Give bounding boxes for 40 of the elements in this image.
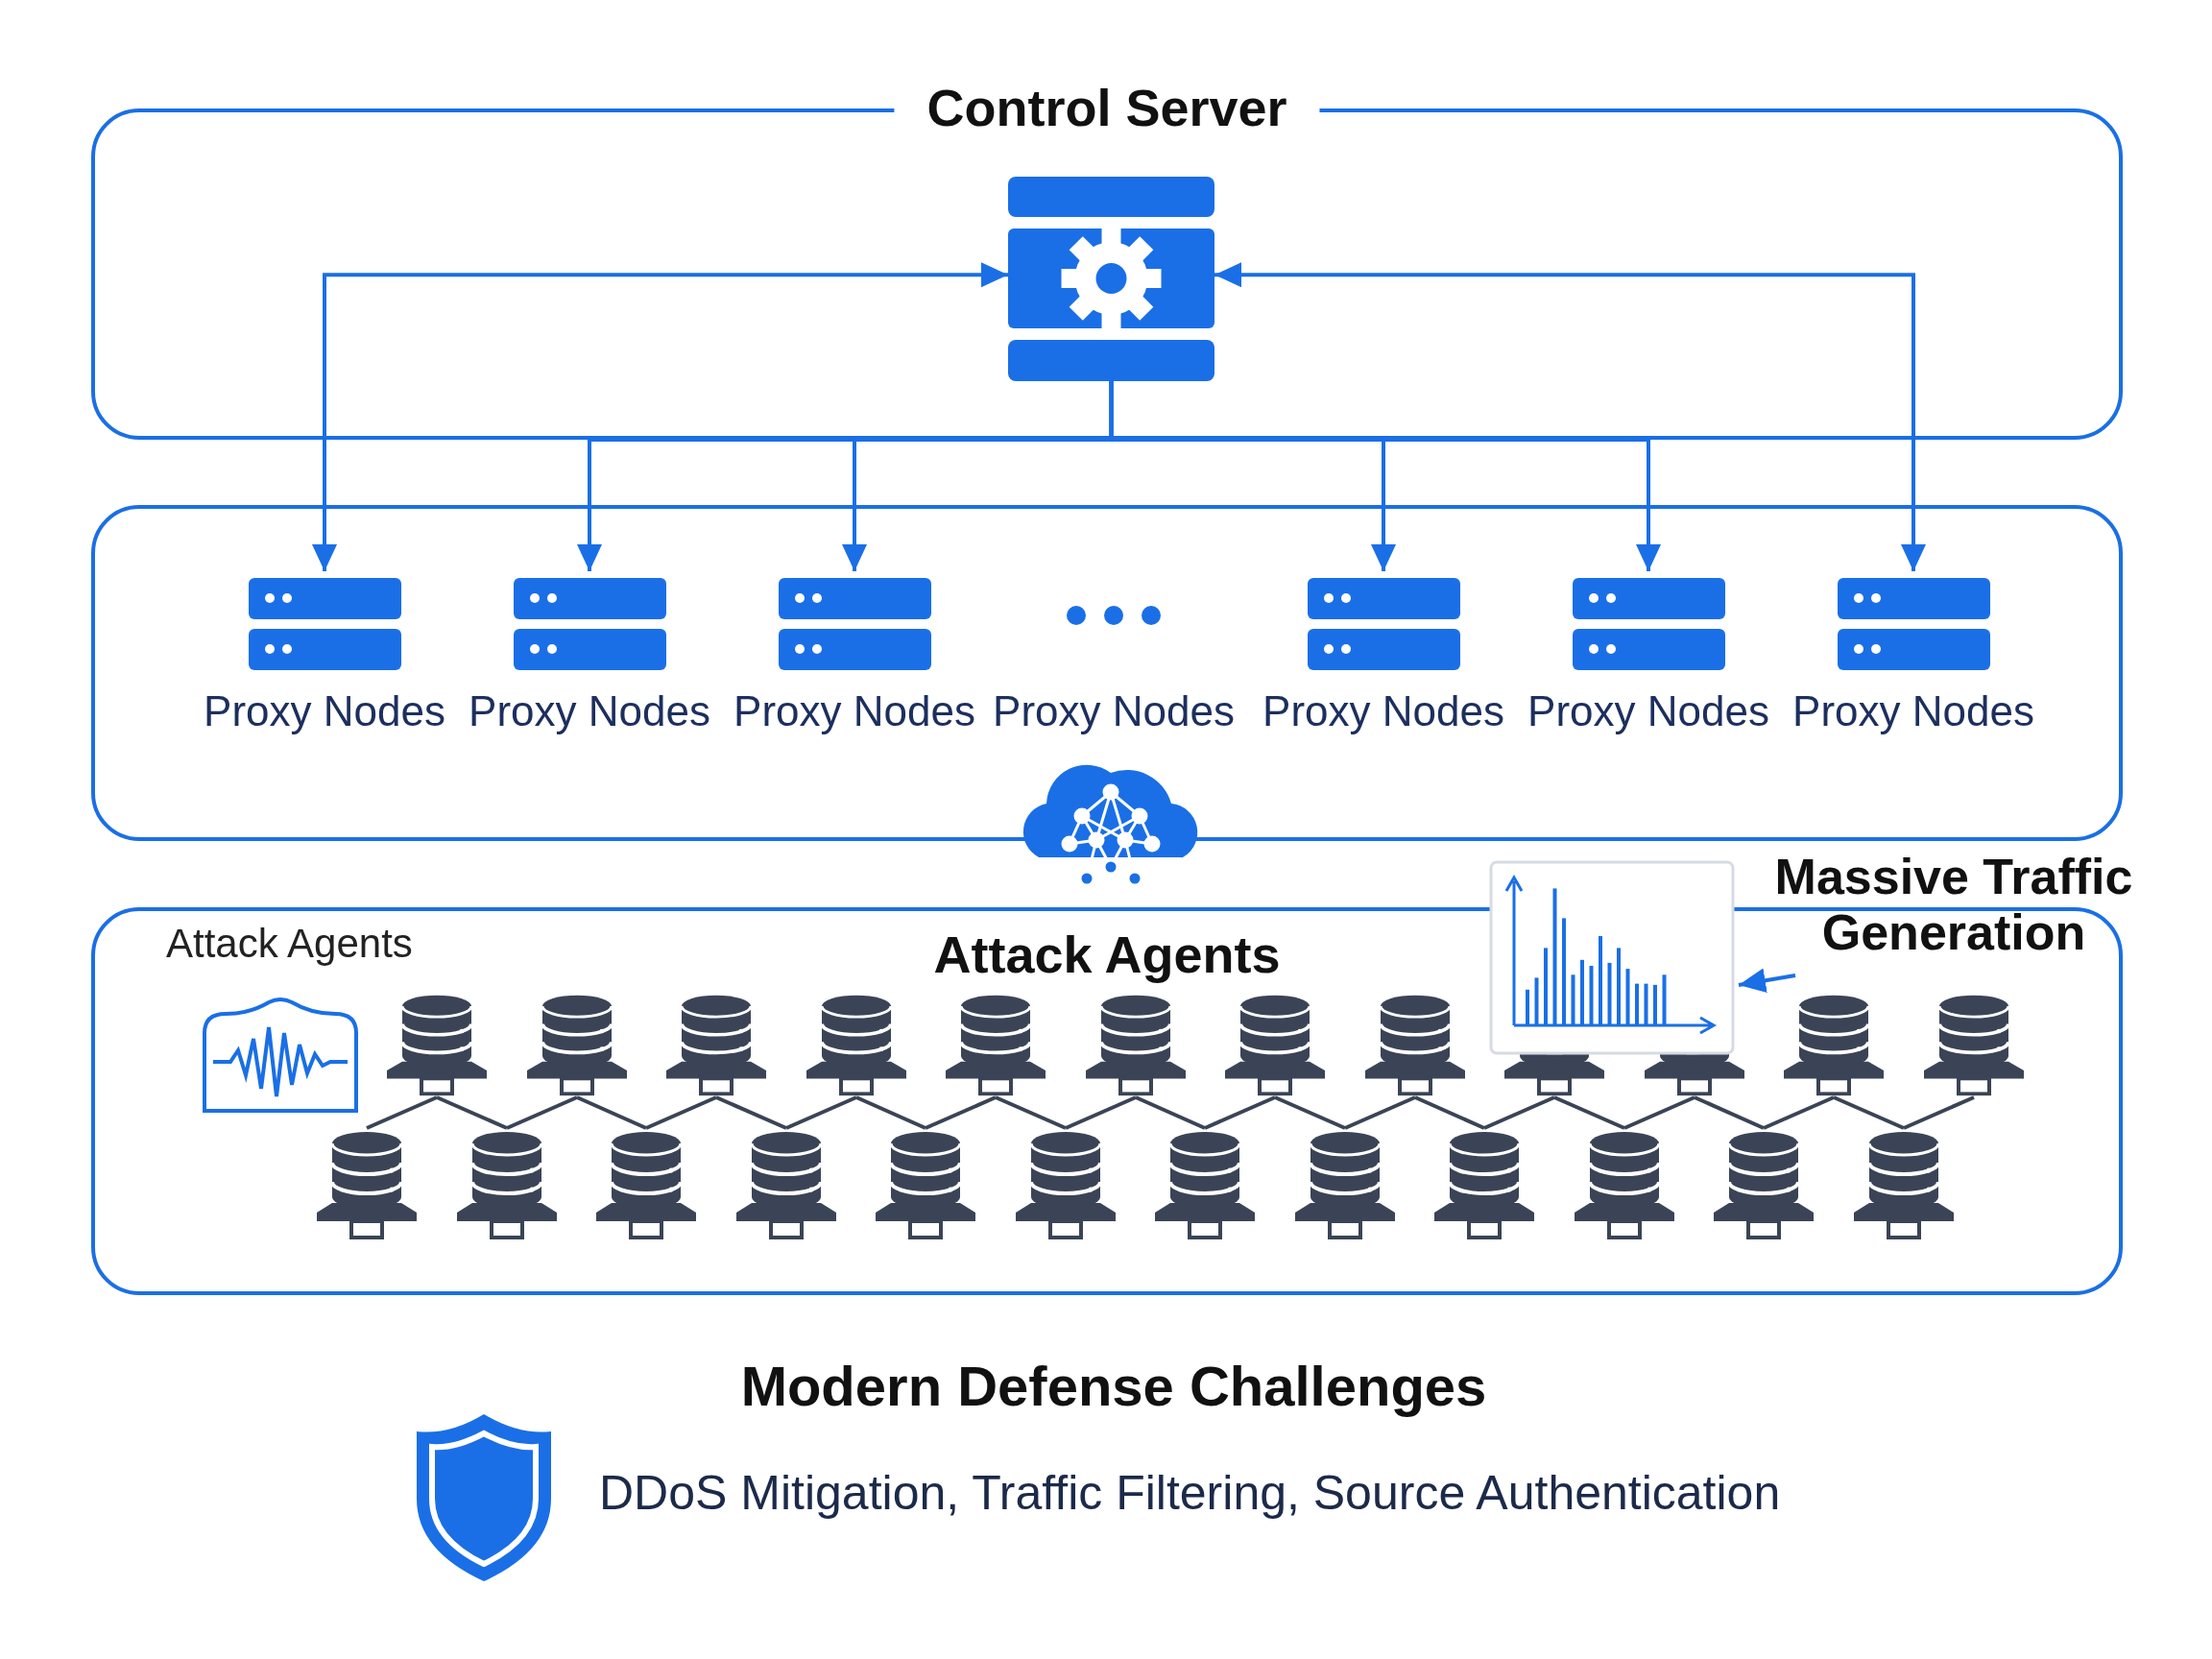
connector-line — [1344, 1095, 1416, 1130]
arrow — [312, 262, 1008, 571]
arrow — [1214, 262, 1926, 571]
node-label: Proxy Nodes — [1262, 686, 1504, 736]
callout-text: Massive Traffic Generation — [1773, 849, 2134, 961]
connector-line — [1903, 1095, 1975, 1130]
connector-line — [715, 1095, 787, 1130]
connector-line — [995, 1095, 1067, 1130]
node-label: Proxy Nodes — [1527, 686, 1769, 736]
node-label: Proxy Nodes — [204, 686, 445, 736]
connector-line — [576, 1095, 647, 1130]
connector-line — [1623, 1095, 1695, 1130]
connector-line — [925, 1095, 997, 1130]
connector-line — [1135, 1095, 1206, 1130]
connector-line — [1204, 1095, 1276, 1130]
connector-line — [366, 1095, 438, 1130]
node-label: Proxy Nodes — [1792, 686, 2034, 736]
section-heading: Modern Defense Challenges — [740, 1354, 1487, 1418]
connector-line — [1833, 1095, 1905, 1130]
group-panel — [91, 505, 2123, 841]
connector-line — [1483, 1095, 1555, 1130]
connector-line — [506, 1095, 578, 1130]
description-text: DDoS Mitigation, Traffic Filtering, Source Authentication — [599, 1465, 1781, 1521]
arrow — [1738, 968, 1796, 994]
connector-line — [1553, 1095, 1625, 1130]
connector-line — [785, 1095, 857, 1130]
group-title: Attack Agents — [933, 925, 1281, 985]
connector-line — [436, 1095, 508, 1130]
connector-line — [645, 1095, 717, 1130]
group-label: Attack Agents — [166, 921, 413, 968]
connector-line — [1694, 1095, 1765, 1130]
connector-line — [1065, 1095, 1137, 1130]
node-label: Proxy Nodes — [469, 686, 710, 736]
connector-line — [1763, 1095, 1835, 1130]
node-label: Proxy Nodes — [733, 686, 975, 736]
arrow — [1109, 381, 1661, 571]
node-label: Proxy Nodes — [993, 686, 1235, 736]
connector-line — [1274, 1095, 1346, 1130]
connector-line — [855, 1095, 926, 1130]
connector-line — [1414, 1095, 1485, 1130]
